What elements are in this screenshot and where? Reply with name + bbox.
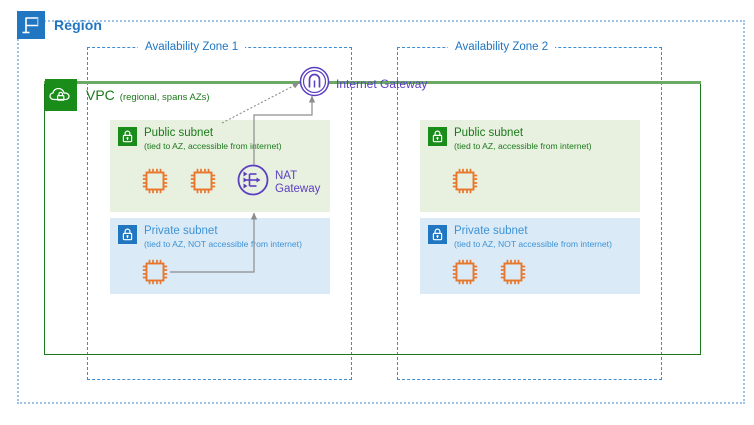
lock-icon-blue xyxy=(428,225,447,244)
internet-gateway-label: Internet Gateway xyxy=(336,77,428,91)
subnet-az2-private-labels: Private subnet (tied to AZ, NOT accessib… xyxy=(454,225,612,249)
subnet-title: Private subnet xyxy=(454,225,528,237)
nat-gateway-label-line2: Gateway xyxy=(275,182,321,195)
subnet-az2-public-header: Public subnet (tied to AZ, accessible fr… xyxy=(428,127,592,151)
subnet-az1-public-header: Public subnet (tied to AZ, accessible fr… xyxy=(118,127,282,151)
subnet-az1-public: Public subnet (tied to AZ, accessible fr… xyxy=(110,120,330,212)
nat-gateway-label: NAT Gateway xyxy=(275,170,320,195)
subnet-note: (tied to AZ, NOT accessible from interne… xyxy=(454,238,612,249)
subnet-az2-public: Public subnet (tied to AZ, accessible fr… xyxy=(420,120,640,212)
nat-gateway-icon xyxy=(236,163,270,202)
vpc-note: (regional, spans AZs) xyxy=(119,92,210,103)
subnet-title: Private subnet xyxy=(144,225,218,237)
region-boundary xyxy=(17,20,745,404)
subnet-note: (tied to AZ, accessible from internet) xyxy=(144,140,282,151)
region-title: Region xyxy=(54,17,103,33)
vpc-cloud-lock-icon xyxy=(45,79,77,111)
availability-zone-1-label: Availability Zone 1 xyxy=(138,41,246,54)
subnet-note: (tied to AZ, accessible from internet) xyxy=(454,140,592,151)
subnet-az1-private: Private subnet (tied to AZ, NOT accessib… xyxy=(110,218,330,294)
availability-zone-1-boundary: Availability Zone 1 xyxy=(87,41,352,380)
subnet-title: Public subnet xyxy=(454,127,524,139)
ec2-instance[interactable] xyxy=(141,258,169,286)
availability-zone-2-boundary: Availability Zone 2 xyxy=(397,41,662,380)
subnet-note: (tied to AZ, NOT accessible from interne… xyxy=(144,238,302,249)
internet-gateway[interactable]: Internet Gateway xyxy=(299,66,427,102)
subnet-az1-private-labels: Private subnet (tied to AZ, NOT accessib… xyxy=(144,225,302,249)
subnet-az1-private-header: Private subnet (tied to AZ, NOT accessib… xyxy=(118,225,302,249)
ec2-instance[interactable] xyxy=(499,258,527,286)
region-flag-icon xyxy=(17,11,45,39)
vpc-label-group: VPC (regional, spans AZs) xyxy=(86,87,210,103)
subnet-title: Public subnet xyxy=(144,127,214,139)
subnet-az2-private: Private subnet (tied to AZ, NOT accessib… xyxy=(420,218,640,294)
lock-icon-green xyxy=(428,127,447,146)
subnet-az2-private-header: Private subnet (tied to AZ, NOT accessib… xyxy=(428,225,612,249)
lock-icon-green xyxy=(118,127,137,146)
vpc-title: VPC xyxy=(86,87,115,103)
availability-zone-2-label: Availability Zone 2 xyxy=(448,41,556,54)
lock-icon-blue xyxy=(118,225,137,244)
subnet-az2-public-labels: Public subnet (tied to AZ, accessible fr… xyxy=(454,127,592,151)
ec2-instance[interactable] xyxy=(451,258,479,286)
internet-gateway-icon xyxy=(299,66,330,102)
subnet-az1-public-labels: Public subnet (tied to AZ, accessible fr… xyxy=(144,127,282,151)
ec2-instance[interactable] xyxy=(189,167,217,195)
nat-gateway[interactable]: NAT Gateway xyxy=(236,163,320,202)
ec2-instance[interactable] xyxy=(451,167,479,195)
vpc-header: VPC (regional, spans AZs) xyxy=(45,79,210,111)
vpc-top-border-line xyxy=(44,81,701,84)
ec2-instance[interactable] xyxy=(141,167,169,195)
nat-gateway-label-line1: NAT xyxy=(275,170,298,182)
region-header: Region xyxy=(17,11,102,39)
